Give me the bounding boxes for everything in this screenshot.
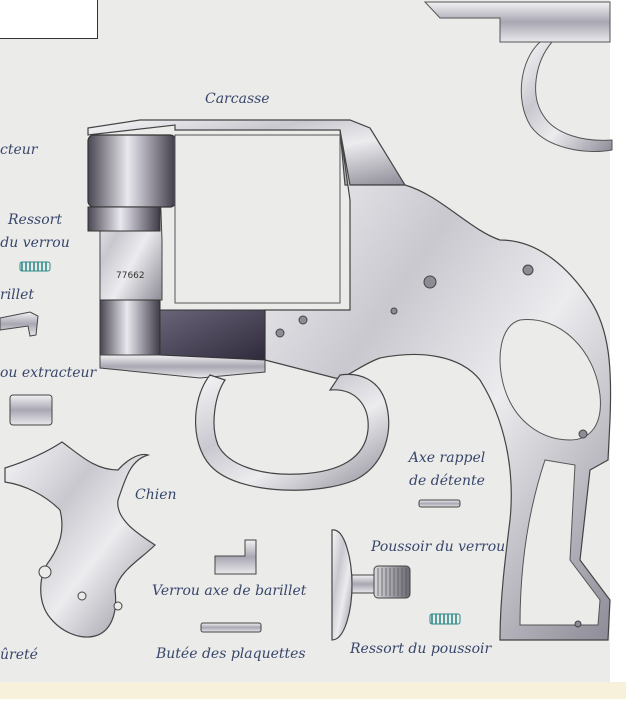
verrou-axe-part — [214, 539, 257, 575]
poussoir-spring-part — [429, 613, 461, 625]
frame-part — [87, 119, 612, 641]
barillet-part — [0, 311, 39, 337]
chien-part — [4, 441, 156, 638]
label-ressort-verrou-2: du verrou — [0, 235, 70, 251]
bottom-bar — [0, 682, 626, 699]
serial-number: 77662 — [116, 271, 145, 281]
label-carcasse: Carcasse — [205, 91, 270, 107]
axe-rappel-part — [418, 499, 461, 508]
label-ressort-poussoir: Ressort du poussoir — [350, 641, 492, 657]
verrou-spring-part — [19, 261, 51, 272]
label-chien: Chien — [135, 487, 177, 503]
label-extracteur: cteur — [0, 142, 38, 158]
label-axe-rappel-2: de détente — [409, 473, 485, 489]
axe-extracteur-part — [9, 394, 53, 426]
poussoir-part — [331, 529, 411, 641]
label-axe-extracteur: ou extracteur — [0, 365, 97, 381]
top-left-frame — [0, 0, 98, 39]
label-verrou-axe: Verrou axe de barillet — [152, 583, 307, 599]
label-surete: ûreté — [0, 647, 38, 663]
label-axe-rappel-1: Axe rappel — [408, 450, 486, 466]
right-margin — [610, 0, 626, 699]
butee-part — [200, 622, 262, 633]
label-ressort-verrou-1: Ressort — [8, 212, 62, 228]
top-right-part — [423, 1, 613, 153]
label-barillet: rillet — [0, 287, 35, 303]
label-butee: Butée des plaquettes — [156, 646, 306, 662]
label-poussoir-verrou: Poussoir du verrou — [371, 539, 506, 555]
